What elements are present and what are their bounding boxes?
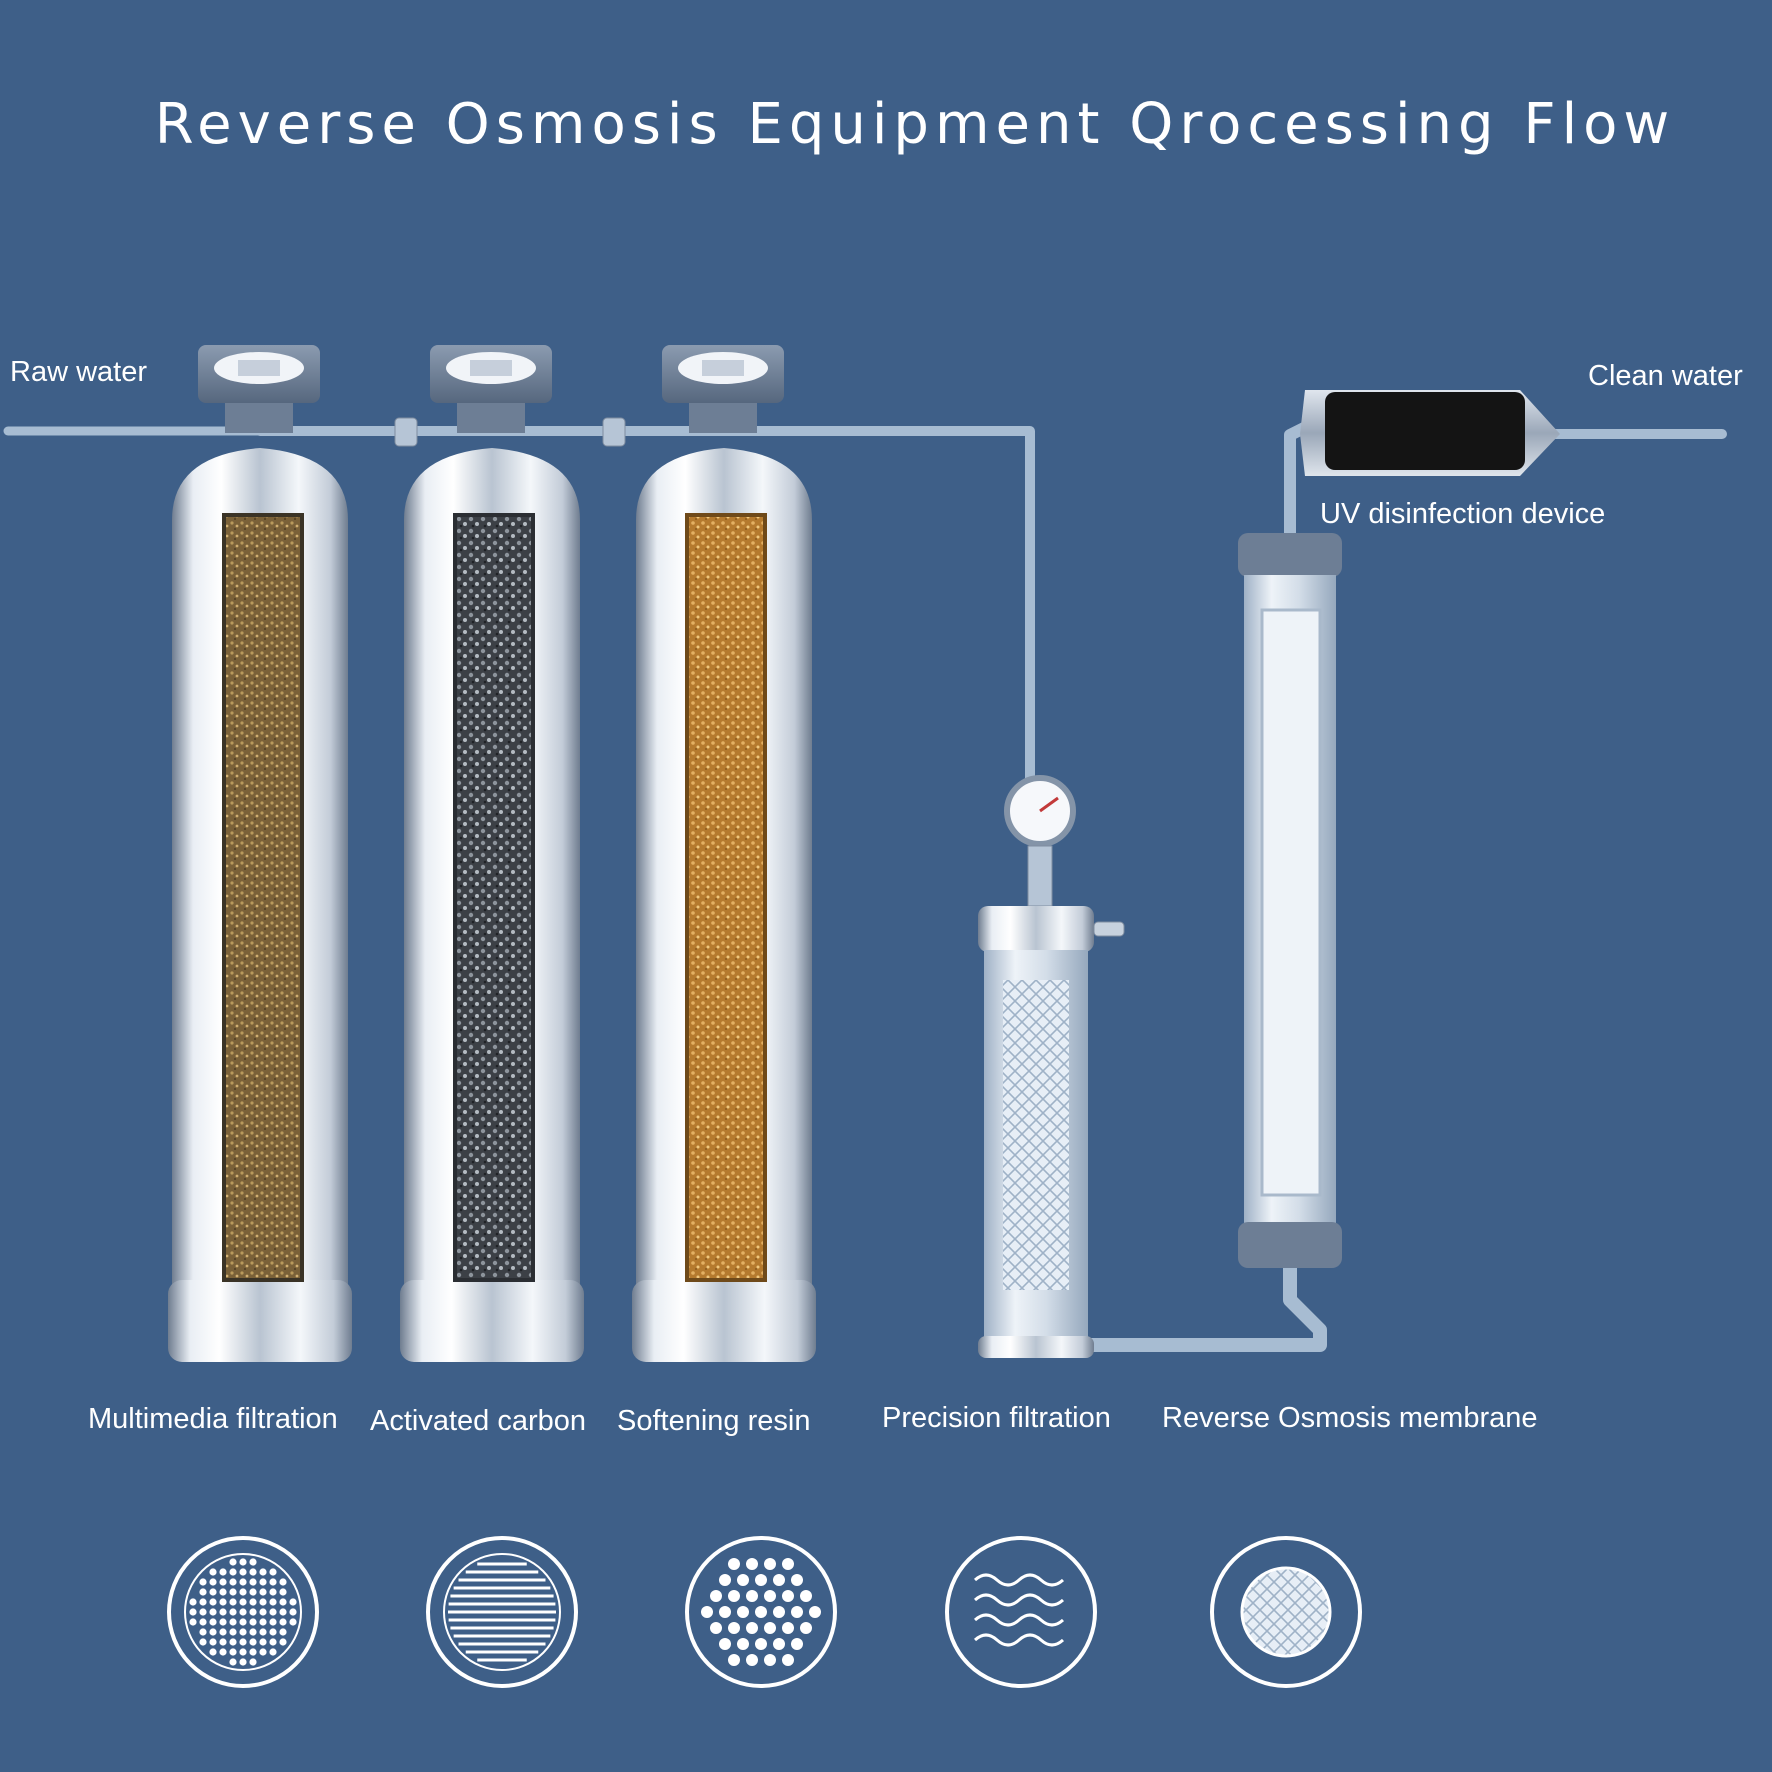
dot-grid-icon (167, 1536, 319, 1688)
stage-label-resin: Softening resin (617, 1405, 811, 1437)
stage-label-ro-membrane: Reverse Osmosis membrane (1162, 1402, 1538, 1434)
multimedia-filter-tank (168, 345, 352, 1362)
softening-resin-tank (632, 345, 816, 1362)
feed-to-precision-pipe (785, 426, 1035, 795)
uv-disinfection-device (1300, 390, 1560, 476)
stage-label-carbon: Activated carbon (370, 1405, 587, 1437)
precision-to-ro-pipe (1033, 1253, 1327, 1352)
raw-water-label: Raw water (10, 356, 147, 388)
wave-lines-icon (945, 1536, 1097, 1688)
valve (394, 417, 418, 447)
diagram-title: Reverse Osmosis Equipment Qrocessing Flo… (154, 92, 1676, 157)
striped-mesh-icon (426, 1536, 578, 1688)
precision-filter-housing (978, 775, 1125, 1358)
fine-mesh-icon (1210, 1536, 1362, 1688)
media-icons (167, 1536, 1362, 1688)
valve (602, 417, 626, 447)
activated-carbon-tank (400, 345, 584, 1362)
stage-label-precision: Precision filtration (882, 1402, 1111, 1434)
reverse-osmosis-membrane-housing (1238, 533, 1342, 1268)
pipe-valves (394, 417, 626, 447)
uv-device-label: UV disinfection device (1320, 498, 1606, 530)
stage-label-multimedia: Multimedia filtration (88, 1403, 338, 1435)
porous-dots-icon (685, 1536, 837, 1688)
clean-water-label: Clean water (1588, 360, 1743, 392)
